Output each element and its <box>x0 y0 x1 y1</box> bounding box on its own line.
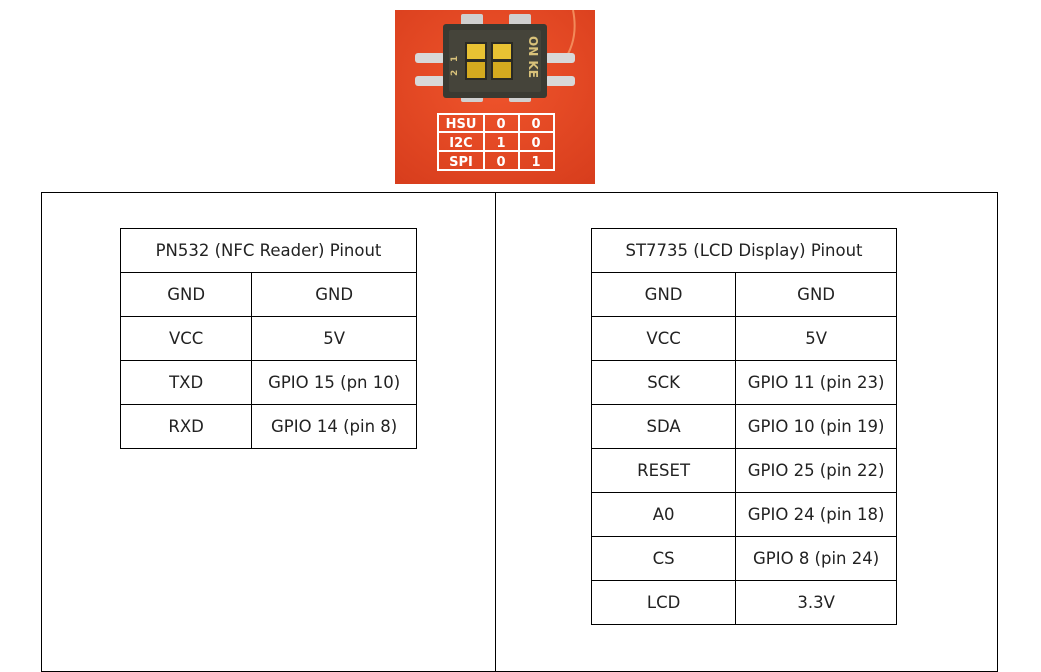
dip-switch-illustration: 1 2 ON KE HSU 0 0 I2C 1 0 SPI 0 1 <box>395 10 595 184</box>
st7735-pin-connection: GPIO 8 (pin 24) <box>735 536 897 581</box>
switch-number-2: 2 <box>450 70 460 76</box>
layout-table: PN532 (NFC Reader) Pinout GND GND VCC 5V… <box>41 192 998 672</box>
st7735-pin-name: LCD <box>590 580 737 625</box>
pn532-pin-name: GND <box>119 272 253 317</box>
st7735-pin-name: SDA <box>590 404 737 449</box>
st7735-pin-connection: GND <box>735 272 897 317</box>
st7735-pin-name: VCC <box>590 316 737 361</box>
pn532-table-title: PN532 (NFC Reader) Pinout <box>120 228 417 273</box>
dip-switch-photo: 1 2 ON KE HSU 0 0 I2C 1 0 SPI 0 1 <box>395 10 595 184</box>
mode-spi-sw1: 0 <box>496 155 505 170</box>
pn532-pin-name: VCC <box>119 316 253 361</box>
pn532-pinout-table: PN532 (NFC Reader) Pinout GND GND VCC 5V… <box>119 228 417 449</box>
st7735-pin-connection: GPIO 10 (pin 19) <box>735 404 897 449</box>
switch-toggle-1 <box>467 44 485 59</box>
switch-toggle-2 <box>493 44 511 59</box>
table-row: VCC 5V <box>590 316 897 361</box>
pn532-pin-name: TXD <box>119 360 253 405</box>
pn532-pin-connection: GND <box>251 272 417 317</box>
st7735-pin-connection: 5V <box>735 316 897 361</box>
layout-column-divider <box>495 193 496 671</box>
table-row: RXD GPIO 14 (pin 8) <box>119 404 417 449</box>
mode-table <box>437 113 555 171</box>
table-row: LCD 3.3V <box>590 580 897 625</box>
mode-hsu-sw1: 0 <box>496 117 505 132</box>
mode-i2c-sw2: 0 <box>531 136 540 151</box>
st7735-pin-name: A0 <box>590 492 737 537</box>
mode-hsu-label: HSU <box>446 117 477 132</box>
table-row: VCC 5V <box>119 316 417 361</box>
pn532-title-row: PN532 (NFC Reader) Pinout <box>120 228 417 273</box>
st7735-pin-name: SCK <box>590 360 737 405</box>
st7735-pin-connection: GPIO 11 (pin 23) <box>735 360 897 405</box>
st7735-pin-connection: GPIO 24 (pin 18) <box>735 492 897 537</box>
st7735-pin-connection: 3.3V <box>735 580 897 625</box>
table-row: SDA GPIO 10 (pin 19) <box>590 404 897 449</box>
st7735-pin-name: RESET <box>590 448 737 493</box>
table-row: GND GND <box>590 272 897 317</box>
pn532-pin-connection: GPIO 14 (pin 8) <box>251 404 417 449</box>
st7735-pin-name: CS <box>590 536 737 581</box>
pn532-pin-name: RXD <box>119 404 253 449</box>
mode-hsu-sw2: 0 <box>531 117 540 132</box>
mode-spi-sw2: 1 <box>531 155 540 170</box>
switch-on-label: ON KE <box>526 36 540 78</box>
table-row: TXD GPIO 15 (pn 10) <box>119 360 417 405</box>
mode-spi-label: SPI <box>449 155 473 170</box>
table-row: SCK GPIO 11 (pin 23) <box>590 360 897 405</box>
mode-i2c-sw1: 1 <box>496 136 505 151</box>
switch-number-1: 1 <box>450 56 460 62</box>
table-row: A0 GPIO 24 (pin 18) <box>590 492 897 537</box>
table-row: RESET GPIO 25 (pin 22) <box>590 448 897 493</box>
pn532-pin-connection: GPIO 15 (pn 10) <box>251 360 417 405</box>
st7735-table-title: ST7735 (LCD Display) Pinout <box>591 228 897 273</box>
st7735-pin-name: GND <box>590 272 737 317</box>
table-row: GND GND <box>119 272 417 317</box>
mode-i2c-label: I2C <box>449 136 472 151</box>
table-row: CS GPIO 8 (pin 24) <box>590 536 897 581</box>
pn532-pin-connection: 5V <box>251 316 417 361</box>
st7735-pin-connection: GPIO 25 (pin 22) <box>735 448 897 493</box>
st7735-pinout-table: ST7735 (LCD Display) Pinout GND GND VCC … <box>590 228 897 625</box>
st7735-title-row: ST7735 (LCD Display) Pinout <box>591 228 897 273</box>
